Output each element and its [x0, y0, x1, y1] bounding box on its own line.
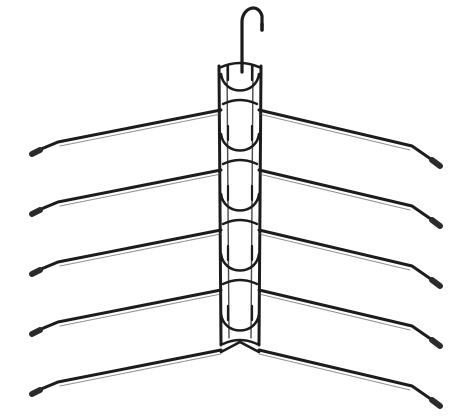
- left-arm-highlight: [59, 173, 222, 207]
- right-arm: [257, 348, 440, 406]
- left-arm-highlight: [59, 113, 222, 147]
- spine-top-loop: [217, 61, 263, 70]
- left-arm-highlight: [59, 233, 222, 267]
- bottom-apex: [219, 340, 261, 354]
- left-arm-tip: [29, 267, 43, 277]
- spine-cradle: [219, 132, 261, 152]
- spine-inner-left: [226, 65, 230, 339]
- left-arm-highlight: [59, 353, 222, 387]
- spine-cradle: [219, 312, 261, 332]
- hanger-tier-1: [29, 64, 443, 169]
- hanger-tier-5: [29, 304, 443, 409]
- right-arm-tip: [429, 397, 443, 409]
- cradle-posts: [226, 184, 254, 202]
- hanger-tier-2: [29, 124, 443, 229]
- spine-cradle: [219, 252, 261, 272]
- tier-crossbar: [221, 338, 259, 346]
- right-arm: [257, 168, 440, 226]
- right-arm-highlight: [258, 293, 411, 331]
- cradle-posts: [226, 304, 254, 322]
- hanger-tier-4: [29, 244, 443, 349]
- tier-crossbar: [221, 218, 259, 226]
- hanger-tiers: [29, 64, 443, 409]
- right-arm-tip: [429, 217, 443, 229]
- hanger-hook: [240, 6, 264, 74]
- right-arm-highlight: [258, 173, 411, 211]
- right-arm-tip: [429, 277, 443, 289]
- left-arm-tip: [29, 387, 43, 397]
- right-arm: [257, 288, 440, 346]
- right-arm: [257, 228, 440, 286]
- hanger-tier-3: [29, 184, 443, 289]
- spine-cradle: [219, 72, 261, 92]
- spine-inner-right: [250, 65, 254, 339]
- left-arm-tip: [29, 327, 43, 337]
- right-arm-highlight: [258, 353, 411, 391]
- right-arm-highlight: [258, 113, 411, 151]
- right-arm-highlight: [258, 233, 411, 271]
- cradle-posts: [226, 64, 254, 82]
- hanger-spine: [217, 61, 263, 347]
- left-arm-tip: [29, 147, 43, 157]
- spine-cradle: [219, 192, 261, 212]
- left-arm-tip: [29, 207, 43, 217]
- cradle-posts: [226, 244, 254, 262]
- cradle-posts: [226, 124, 254, 142]
- right-arm-tip: [429, 157, 443, 169]
- right-arm-tip: [429, 337, 443, 349]
- spine-rail-right: [257, 64, 263, 347]
- right-arm: [257, 108, 440, 166]
- tier-crossbar: [221, 278, 259, 286]
- left-arm-highlight: [59, 293, 222, 327]
- spine-rail-left: [217, 64, 223, 347]
- tier-crossbar: [221, 98, 259, 106]
- tier-crossbar: [221, 158, 259, 166]
